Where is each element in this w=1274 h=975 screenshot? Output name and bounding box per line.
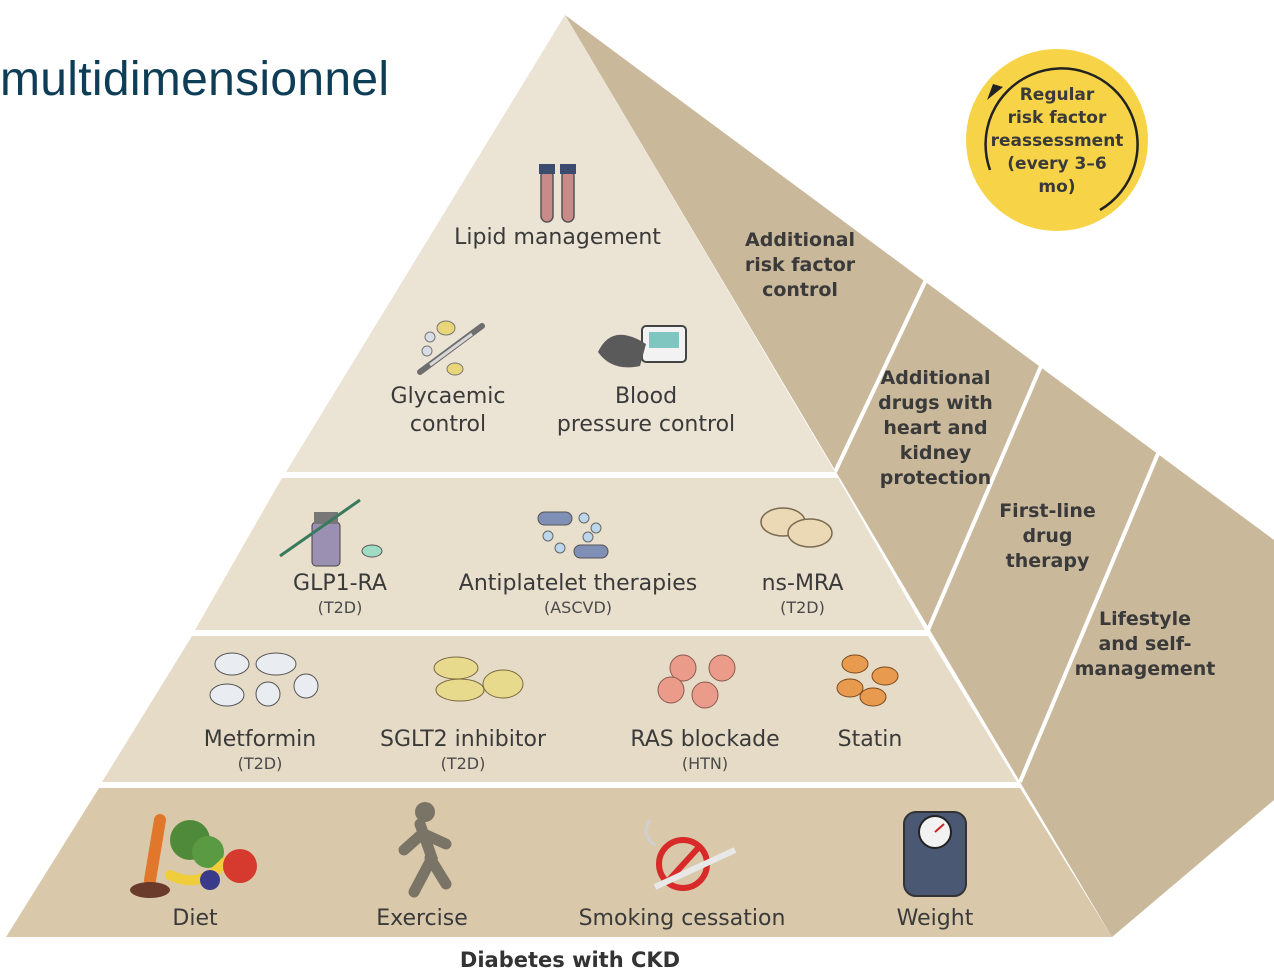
- fruit-vegetables-icon: [130, 814, 257, 898]
- side-divider-1: [833, 264, 935, 473]
- lipid-management-label: Lipid management: [454, 225, 661, 250]
- ras-blockade-label: RAS blockade: [630, 727, 780, 752]
- badge-label: Regular risk factor reassessment (every …: [990, 85, 1124, 197]
- side-label-additional-drugs: Additional drugs with heart and kidney p…: [878, 367, 993, 489]
- ns-mra-label: ns-MRA: [761, 571, 844, 596]
- antiplatelet-sub: (ASCVD): [543, 598, 613, 617]
- tier-2-background: [195, 478, 925, 630]
- tier-3-background: [102, 636, 1017, 782]
- weight-label: Weight: [896, 906, 974, 931]
- badge-arrowhead: [987, 84, 1003, 100]
- metformin-sub: (T2D): [237, 754, 283, 773]
- glycaemic-control-label: Glycaemic control: [390, 384, 506, 437]
- badge-circle: [966, 49, 1148, 231]
- capsules-icon: [537, 511, 609, 559]
- diet-label: Diet: [172, 906, 218, 931]
- metformin-label: Metformin: [203, 727, 317, 752]
- ns-mra-sub: (T2D): [780, 598, 825, 617]
- tablets-icon: [760, 507, 833, 548]
- side-label-lifestyle: Lifestyle and self- management: [1074, 608, 1216, 680]
- runner-icon: [398, 802, 452, 898]
- exercise-label: Exercise: [376, 906, 468, 931]
- tier-4-background: [6, 788, 1112, 937]
- injection-vial-icon: [279, 498, 383, 567]
- side-label-first-line: First-line drug therapy: [999, 500, 1096, 572]
- white-pills-icon: [209, 652, 319, 707]
- antiplatelet-label: Antiplatelet therapies: [458, 571, 698, 596]
- bp-monitor-icon: [598, 325, 687, 368]
- side-divider-3: [1018, 424, 1172, 783]
- ras-blockade-sub: (HTN): [681, 754, 729, 773]
- diagram-caption: Diabetes with CKD: [459, 948, 681, 972]
- page-title: multidimensionnel: [0, 53, 390, 106]
- no-smoking-icon: [644, 819, 737, 891]
- pink-pills-icon: [657, 654, 736, 709]
- orange-pills-icon: [836, 654, 899, 707]
- test-tubes-icon: [539, 164, 576, 223]
- yellow-pills-icon: [433, 656, 524, 702]
- side-label-additional-control: Additional risk factor control: [744, 229, 856, 301]
- sglt2-sub: (T2D): [440, 754, 486, 773]
- smoking-cessation-label: Smoking cessation: [578, 906, 786, 931]
- side-divider-2: [926, 344, 1052, 631]
- statin-label: Statin: [837, 727, 903, 752]
- tier-1-background: [286, 15, 835, 472]
- glp1-ra-label: GLP1-RA: [293, 571, 387, 596]
- glp1-ra-sub: (T2D): [317, 598, 363, 617]
- scale-icon: [903, 811, 967, 897]
- syringe-pills-icon: [417, 320, 485, 376]
- blood-pressure-control-label: Blood pressure control: [556, 384, 736, 437]
- side-face: [565, 15, 1274, 937]
- sglt2-label: SGLT2 inhibitor: [380, 727, 546, 752]
- badge-arrow-icon: [984, 67, 1139, 212]
